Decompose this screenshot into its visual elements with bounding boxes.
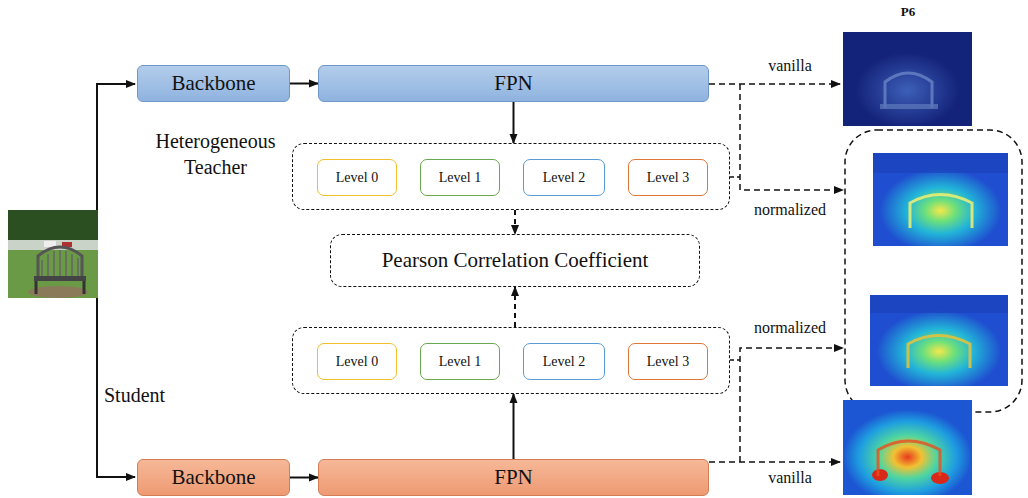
- input-line: [97, 84, 135, 210]
- pearson-box: Pearson Correlation Coefficient: [330, 234, 700, 287]
- connector-arrow: [513, 102, 515, 143]
- vanilla-line: [709, 83, 840, 85]
- line-label: normalized: [744, 318, 836, 339]
- heatmap-teacher-normalized: [873, 153, 1008, 246]
- connector-arrow: [514, 287, 516, 327]
- node-text: Level 2: [543, 170, 585, 186]
- heatmap-teacher-vanilla: [843, 32, 972, 126]
- branch-label: Heterogeneous Teacher: [148, 128, 283, 180]
- line-label: vanilla: [750, 56, 830, 77]
- node-text: Pearson Correlation Coefficient: [382, 248, 649, 273]
- level-box: Level 2: [523, 159, 605, 196]
- heatmap-student-vanilla: [843, 400, 972, 495]
- node-text: Level 0: [336, 354, 378, 370]
- connector-arrow: [514, 210, 516, 234]
- normalized-line: [740, 348, 843, 462]
- node-text: Level 3: [647, 354, 689, 370]
- panel-label: P6: [880, 4, 936, 21]
- node-text: Level 0: [336, 170, 378, 186]
- node-text: Level 1: [439, 170, 481, 186]
- student-module: FPN: [318, 459, 709, 496]
- connector-arrow: [290, 477, 318, 479]
- normalized-region: [845, 130, 1022, 412]
- connector-arrow: [513, 394, 515, 459]
- teacher-module: Backbone: [137, 65, 290, 102]
- node-text: Backbone: [172, 71, 256, 96]
- level-box: Level 1: [420, 343, 500, 380]
- group-tap: [730, 176, 740, 178]
- heatmap-student-normalized: [870, 295, 1008, 386]
- vanilla-line: [709, 461, 840, 463]
- level-box: Level 1: [420, 159, 500, 196]
- level-box: Level 0: [317, 159, 397, 196]
- node-text: Level 1: [439, 354, 481, 370]
- node-text: Level 2: [543, 354, 585, 370]
- level-box: Level 0: [317, 343, 397, 380]
- level-group: Level 0 Level 1 Level 2 Level 3: [292, 143, 730, 210]
- connector-arrow: [290, 83, 318, 85]
- node-text: Backbone: [172, 465, 256, 490]
- level-box: Level 3: [628, 343, 708, 380]
- node-text: FPN: [494, 465, 533, 490]
- node-text: Level 3: [647, 170, 689, 186]
- level-group: Level 0 Level 1 Level 2 Level 3: [292, 327, 730, 394]
- level-box: Level 3: [628, 159, 708, 196]
- group-tap: [730, 359, 740, 361]
- teacher-module: FPN: [318, 65, 709, 102]
- student-module: Backbone: [137, 459, 290, 496]
- level-box: Level 2: [523, 343, 605, 380]
- normalized-line: [740, 84, 843, 190]
- node-text: FPN: [494, 71, 533, 96]
- branch-label: Student: [104, 382, 184, 408]
- line-label: vanilla: [750, 468, 830, 489]
- input-photo: [8, 210, 98, 298]
- line-label: normalized: [744, 200, 836, 221]
